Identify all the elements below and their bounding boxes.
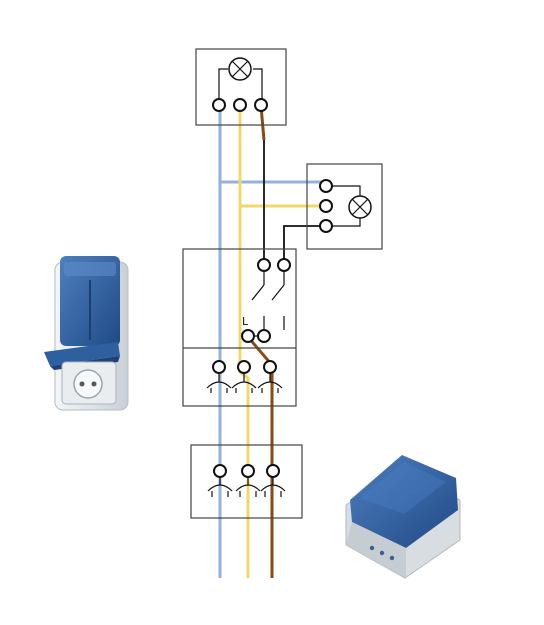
lamp-box-right xyxy=(306,163,383,250)
terminal-label-l: L xyxy=(242,315,249,328)
double-switch-icon: L xyxy=(241,258,291,343)
switch-box: L xyxy=(182,248,297,407)
lamp-box-top xyxy=(195,48,287,126)
lamp-icon xyxy=(228,57,252,81)
lamp-icon xyxy=(348,195,372,219)
outdoor-socket-photo xyxy=(44,256,129,411)
neutral-wire xyxy=(218,106,326,578)
outdoor-switch-photo xyxy=(345,455,461,579)
terminal-block-switch xyxy=(206,360,283,393)
junction-box xyxy=(190,444,303,519)
switched-wire xyxy=(263,140,326,262)
